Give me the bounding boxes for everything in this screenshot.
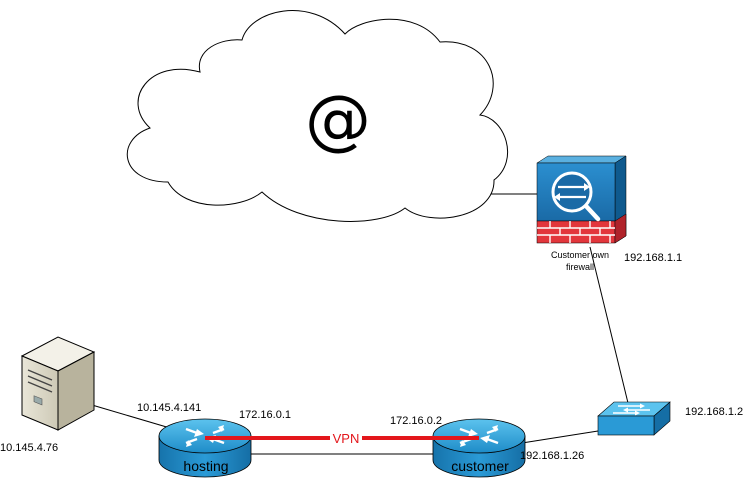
connections xyxy=(91,193,629,455)
switch-device xyxy=(597,401,671,436)
firewall-name-line1: Customer own xyxy=(551,250,609,260)
server-hosting-router-link xyxy=(91,404,171,429)
customer-router-lan-ip: 192.168.1.26 xyxy=(520,450,584,462)
firewall-ip: 192.168.1.1 xyxy=(624,252,682,264)
firewall-magnifier-icon xyxy=(551,171,593,213)
hosting-router-vpn-ip: 172.16.0.1 xyxy=(239,409,291,421)
server-device xyxy=(20,336,96,431)
customer-router-name: customer xyxy=(451,458,509,474)
cloud-symbol: @ xyxy=(305,81,371,158)
customer-router-vpn-ip: 172.16.0.2 xyxy=(390,415,442,427)
hosting-router-wan-ip: 10.145.4.141 xyxy=(137,402,201,414)
server-ip: 10.145.4.76 xyxy=(0,442,58,454)
switch-customer-router-link xyxy=(521,430,599,444)
hosting-router-name: hosting xyxy=(183,458,228,474)
firewall-name-line2: firewall xyxy=(566,262,594,272)
vpn-label: VPN xyxy=(333,431,360,446)
firewall-device xyxy=(536,155,627,244)
switch-ip: 192.168.1.2 xyxy=(685,406,743,418)
firewall-switch-link xyxy=(589,246,629,404)
internet-cloud xyxy=(126,10,509,222)
